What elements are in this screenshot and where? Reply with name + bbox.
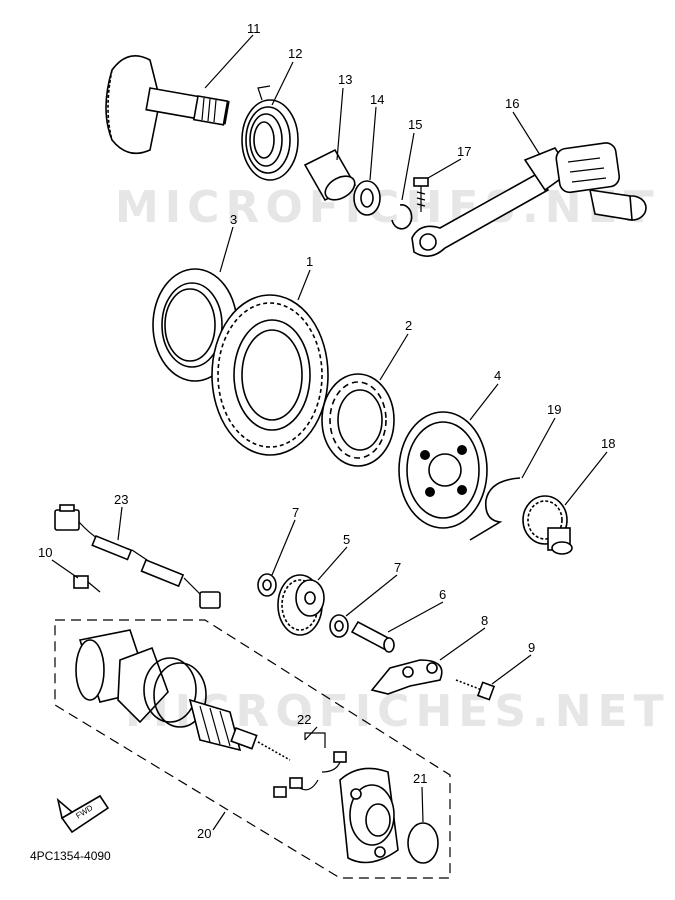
callout-1: 1 (306, 254, 313, 269)
part-9-bolt (455, 679, 496, 701)
part-6-shaft (350, 620, 395, 653)
part-5-idler-gear (277, 574, 325, 636)
callout-16: 16 (505, 96, 519, 111)
leader-lines (51, 34, 608, 831)
front-arrow-icon: FWD (56, 794, 110, 834)
callout-11: 11 (247, 21, 261, 36)
part-4-clutch-boss (398, 411, 488, 529)
callout-21: 21 (413, 771, 427, 786)
part-10-screw (73, 575, 101, 593)
callout-7a: 7 (292, 505, 299, 520)
callout-10: 10 (38, 545, 52, 560)
starter-end-cover (339, 767, 399, 864)
part-8-holder-plate (370, 659, 443, 695)
part-20-starter-motor-assembly (54, 619, 451, 879)
part-7-washer-a (257, 573, 277, 597)
part-19-spring-clip (469, 477, 521, 541)
callout-3: 3 (230, 212, 237, 227)
callout-6: 6 (439, 587, 446, 602)
part-23-lead-wire (54, 504, 221, 609)
diagram-code: 4PC1354-4090 (30, 849, 111, 863)
part-17-bolt (413, 177, 429, 212)
part-13-collar (303, 148, 357, 202)
part-12-torsion-spring (241, 85, 299, 181)
callout-14: 14 (370, 92, 384, 107)
callout-15: 15 (408, 117, 422, 132)
callout-22: 22 (297, 712, 311, 727)
part-11-kick-axle (105, 54, 230, 155)
part-2-one-way-clutch (321, 373, 395, 467)
callout-23: 23 (114, 492, 128, 507)
callout-2: 2 (405, 318, 412, 333)
part-22-brush-set (273, 732, 347, 798)
callout-labels: 11 12 13 14 15 16 17 3 1 2 4 19 18 23 7 … (38, 21, 615, 841)
callout-9: 9 (528, 640, 535, 655)
callout-18: 18 (601, 436, 615, 451)
part-18-drive-gear (522, 495, 573, 555)
callout-8: 8 (481, 613, 488, 628)
part-1-ring-gear (211, 294, 329, 456)
part-15-circlip (391, 204, 413, 230)
callout-12: 12 (288, 46, 302, 61)
part-16-kick-crank (411, 142, 647, 257)
callout-17: 17 (457, 144, 471, 159)
callout-13: 13 (338, 72, 352, 87)
part-14-washer (353, 180, 381, 216)
callout-7b: 7 (394, 560, 401, 575)
callout-5: 5 (343, 532, 350, 547)
callout-19: 19 (547, 402, 561, 417)
part-7-washer-b (329, 614, 349, 638)
part-21-o-ring (407, 822, 439, 864)
callout-20: 20 (197, 826, 211, 841)
callout-4: 4 (494, 368, 501, 383)
